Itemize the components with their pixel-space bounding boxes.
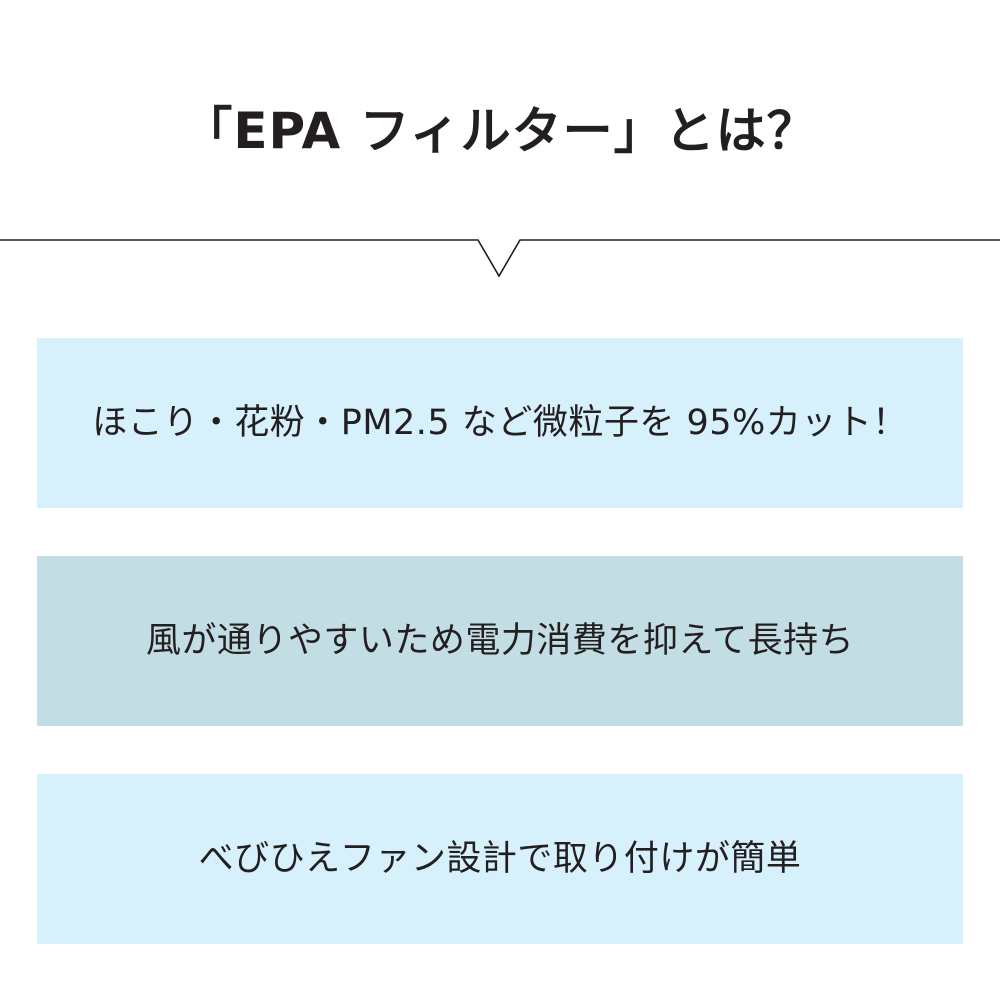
page-title: 「EPA フィルター」とは？ (182, 102, 818, 160)
feature-text-power: 風が通りやすいため電力消費を抑えて長持ち (145, 621, 855, 661)
feature-text-install: べびひえファン設計で取り付けが簡単 (198, 839, 802, 879)
divider-pointer (0, 239, 1000, 278)
feature-card-power: 風が通りやすいため電力消費を抑えて長持ち (37, 556, 963, 726)
divider-line (0, 239, 1000, 278)
feature-text-dust: ほこり・花粉・PM2.5 など微粒子を 95%カット！ (92, 403, 908, 443)
feature-card-install: べびひえファン設計で取り付けが簡単 (37, 774, 963, 944)
feature-card-dust: ほこり・花粉・PM2.5 など微粒子を 95%カット！ (37, 338, 963, 508)
